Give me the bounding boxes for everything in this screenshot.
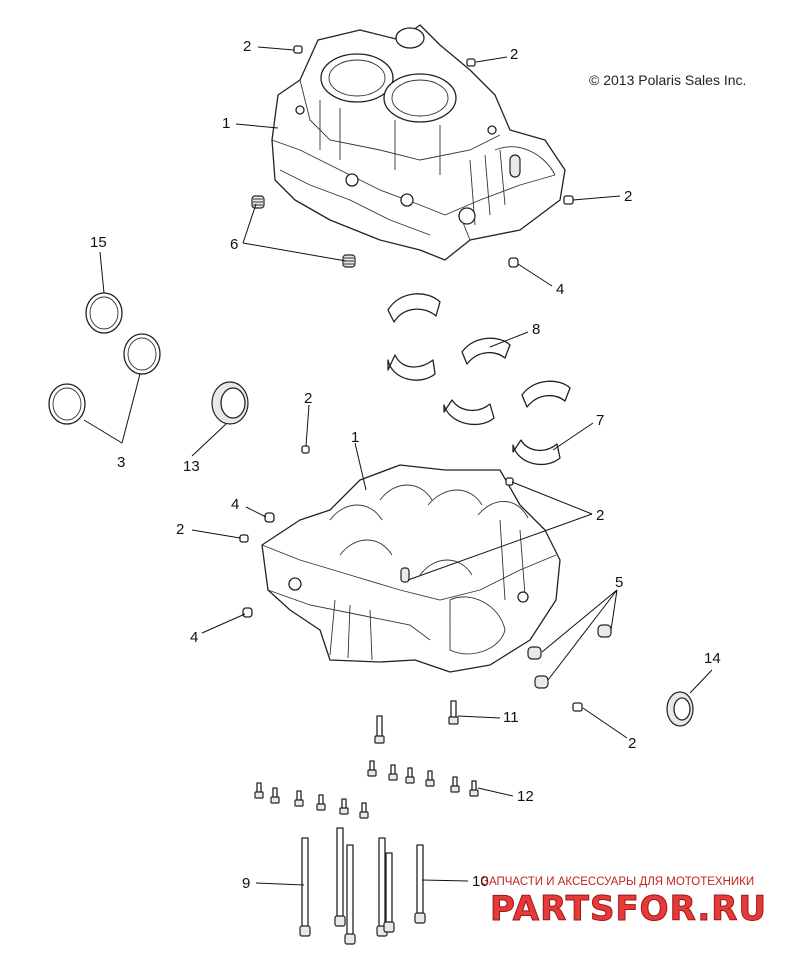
oil-seal-13 bbox=[211, 381, 249, 425]
callout-3: 3 bbox=[117, 454, 125, 471]
callout-2: 2 bbox=[596, 507, 604, 524]
callout-9: 9 bbox=[242, 875, 250, 892]
copyright-text: © 2013 Polaris Sales Inc. bbox=[589, 72, 746, 88]
threaded-plugs bbox=[251, 195, 356, 268]
callout-1: 1 bbox=[222, 115, 230, 132]
callout-7: 7 bbox=[596, 412, 604, 429]
upper-crankcase bbox=[271, 24, 566, 261]
callout-labels: 2 2 1 2 6 15 4 8 2 7 3 13 1 4 2 2 5 4 14… bbox=[90, 38, 721, 892]
callout-15: 15 bbox=[90, 234, 107, 251]
leader-lines bbox=[83, 46, 713, 886]
callout-2: 2 bbox=[176, 521, 184, 538]
callout-8: 8 bbox=[532, 321, 540, 338]
callout-5: 5 bbox=[615, 574, 623, 591]
main-bearing-shells bbox=[387, 293, 571, 466]
callout-4: 4 bbox=[556, 281, 564, 298]
callout-2: 2 bbox=[243, 38, 251, 55]
callout-2: 2 bbox=[628, 735, 636, 752]
callout-12: 12 bbox=[517, 788, 534, 805]
o-rings bbox=[48, 292, 161, 425]
watermark-logo: PARTSFOR.RU bbox=[490, 889, 767, 929]
callout-4: 4 bbox=[190, 629, 198, 646]
bushings bbox=[527, 624, 612, 689]
callout-2: 2 bbox=[304, 390, 312, 407]
watermark-tagline: ЗАПЧАСТИ И АКСЕССУАРЫ ДЛЯ МОТОТЕХНИКИ bbox=[482, 876, 754, 888]
watermark: ЗАПЧАСТИ И АКСЕССУАРЫ ДЛЯ МОТОТЕХНИКИ PA… bbox=[482, 876, 767, 930]
callout-13: 13 bbox=[183, 458, 200, 475]
callout-1: 1 bbox=[351, 429, 359, 446]
bolts-11 bbox=[374, 700, 459, 744]
upper-dowels bbox=[293, 45, 574, 268]
bolts-12 bbox=[254, 760, 479, 819]
oil-seal-14 bbox=[666, 691, 694, 727]
callout-10: 10 bbox=[472, 873, 489, 890]
callout-14: 14 bbox=[704, 650, 721, 667]
callout-2: 2 bbox=[624, 188, 632, 205]
callout-4: 4 bbox=[231, 496, 239, 513]
lower-dowels bbox=[239, 445, 583, 712]
lower-crankcase bbox=[261, 464, 561, 673]
callout-2: 2 bbox=[510, 46, 518, 63]
long-bolts bbox=[299, 827, 426, 945]
callout-6: 6 bbox=[230, 236, 238, 253]
callout-11: 11 bbox=[503, 709, 519, 726]
